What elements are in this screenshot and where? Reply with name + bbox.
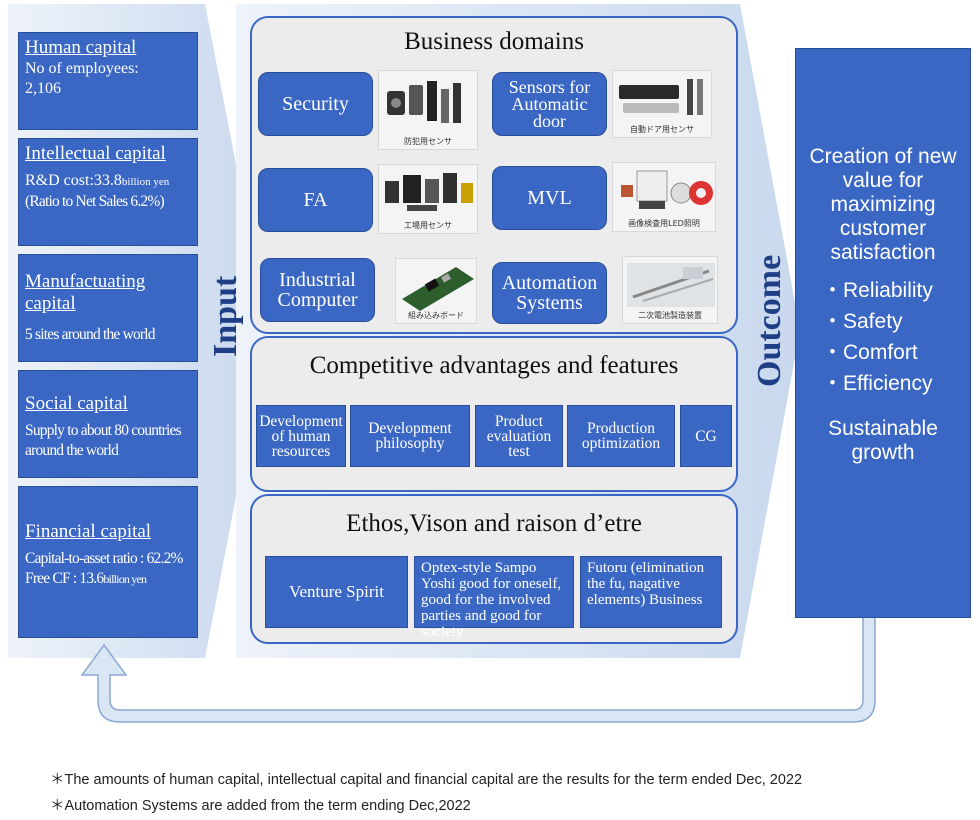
intellectual-capital-line-2: (Ratio to Net Sales 6.2%) (25, 193, 165, 210)
intellectual-capital-title: Intellectual capital (25, 143, 166, 164)
domain-security: Security (258, 72, 373, 136)
intellectual-capital-line-1: R&D cost:33.8billion yen (25, 172, 170, 189)
intellectual-capital-box: Intellectual capital R&D cost:33.8billio… (18, 138, 198, 246)
advantage-cg: CG (680, 405, 732, 467)
advantage-development-philosophy: Development philosophy (350, 405, 470, 467)
domain-industrial-computer: Industrial Computer (260, 258, 375, 322)
domain-mvl: MVL (492, 166, 607, 230)
competitive-title: Competitive advantages and features (309, 352, 679, 379)
industrial-board-photo: 組み込みボード (395, 258, 477, 324)
domain-fa: FA (258, 168, 373, 232)
advantage-production-optimization: Production optimization (567, 405, 675, 467)
domain-automatic-door-sensors: Sensors for Automatic door (492, 72, 607, 136)
door-sensor-photo: 自動ドア用センサ (612, 70, 712, 138)
outcome-headline: Creation of new value for maximizing cus… (809, 145, 957, 264)
fa-sensor-photo: 工場用センサ (378, 164, 478, 234)
outcome-bullet-safety: ・Safety (822, 310, 903, 333)
human-capital-line-1: No of employees: (25, 60, 139, 77)
social-capital-box: Social capital Supply to about 80 countr… (18, 370, 198, 478)
automation-system-photo: 二次電池製造装置 (622, 256, 718, 324)
security-sensor-photo: 防犯用センサ (378, 70, 478, 150)
manufacturing-capital-line-1: 5 sites around the world (25, 326, 156, 343)
social-capital-line-2: around the world (25, 442, 119, 459)
advantage-human-resources: Development of human resources (256, 405, 346, 467)
manufacturing-capital-title: Manufactuating capital (25, 271, 146, 314)
input-label: Input (207, 275, 244, 357)
financial-capital-line-2: Free CF : 13.6billion yen (25, 570, 147, 587)
social-capital-title: Social capital (25, 393, 128, 414)
ethos-sampo-yoshi: Optex-style Sampo Yoshi good for oneself… (414, 556, 574, 640)
domain-automation-systems: Automation Systems (492, 262, 607, 324)
ethos-title: Ethos,Vison and raison d’etre (346, 510, 642, 537)
mvl-led-photo: 画像検査用LED照明 (612, 162, 716, 232)
footnote-1: ＊The amounts of human capital, intellect… (50, 772, 803, 788)
ethos-venture-spirit: Venture Spirit (265, 556, 408, 628)
outcome-footer: Sustainable growth (828, 417, 938, 464)
social-capital-line-1: Supply to about 80 countries (25, 422, 182, 439)
human-capital-box: Human capital No of employees: 2,106 (18, 32, 198, 130)
outcome-box: Creation of new value for maximizing cus… (795, 48, 971, 618)
human-capital-line-2: 2,106 (25, 80, 61, 97)
business-domains-title: Business domains (404, 28, 584, 55)
human-capital-title: Human capital (25, 37, 137, 58)
outcome-bullet-efficiency: ・Efficiency (822, 372, 933, 395)
outcome-bullet-reliability: ・Reliability (822, 279, 933, 302)
manufacturing-capital-box: Manufactuating capital 5 sites around th… (18, 254, 198, 362)
outcome-label: Outcome (751, 254, 788, 387)
financial-capital-box: Financial capital Capital-to-asset ratio… (18, 486, 198, 638)
outcome-bullet-comfort: ・Comfort (822, 341, 918, 364)
advantage-product-evaluation: Product evaluation test (475, 405, 563, 467)
ethos-futoru-business: Futoru (elimination the fu, nagative ele… (580, 556, 722, 628)
feedback-loop-arrow (80, 611, 876, 723)
financial-capital-title: Financial capital (25, 521, 152, 542)
footnote-2: ＊Automation Systems are added from the t… (50, 798, 471, 814)
financial-capital-line-1: Capital-to-asset ratio : 62.2% (25, 550, 183, 567)
